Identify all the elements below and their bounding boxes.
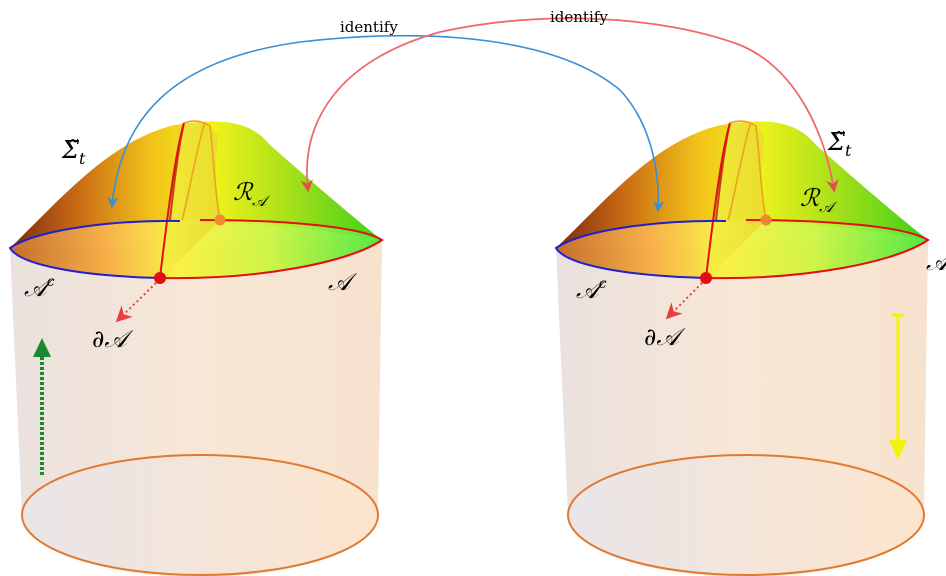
right-complement-edge [554,219,727,279]
right-top-disk [556,220,928,279]
identify-label-right: identify [550,8,608,26]
left-time-arrowhead [33,338,51,357]
right-rt-inner-edge2 [727,121,752,221]
identify-arrows: identify identify [107,8,839,213]
right-rt-surface [706,123,766,278]
left-bottom-disk [21,454,379,576]
right-complement-label: 𝒜c [576,276,607,304]
right-a-edge [705,219,930,280]
left-region-point [214,214,226,226]
right-rt-inner-edge [729,120,767,221]
left-boundary-arrow [115,282,157,323]
right-boundary-arrow [665,282,703,320]
left-complement-edge [8,219,181,279]
left-boundary-point [154,272,166,284]
right-bottom-disk [567,454,925,576]
right-time-arrowhead [889,440,907,460]
right-region-point [760,214,772,226]
right-sigma-label: Σ̃t [827,128,852,160]
identify-red-arrow [300,17,839,193]
right-a-label: 𝒜 [926,248,946,276]
left-panel: Σ̃t ℛ𝒜 𝒜c 𝒜 ∂𝒜 [8,120,384,576]
left-rt-inner-edge2 [181,121,206,221]
left-sigma-label: Σ̃t [61,136,86,168]
left-top-disk [10,220,382,279]
identify-label-left: identify [340,18,398,36]
left-a-edge [159,219,384,280]
left-rt-front-edge [159,122,185,279]
identify-blue-arrow [107,34,664,213]
right-panel: Σ̃t ℛ𝒜 𝒜c 𝒜 ∂𝒜 [554,120,946,576]
right-boundary-point [700,272,712,284]
